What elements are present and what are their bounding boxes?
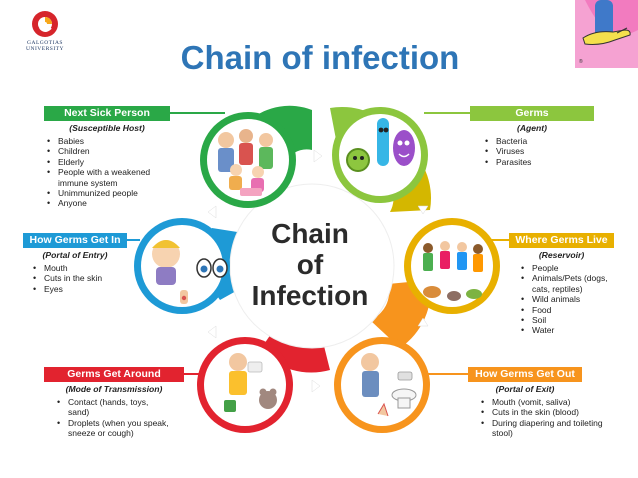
reservoir-subtitle: (Reservoir): [538, 250, 585, 260]
list-item: Wild animals: [518, 294, 618, 305]
center-line-3: Infection: [251, 280, 369, 311]
host-header: Next Sick Person: [44, 106, 170, 121]
list-item: Droplets (when you speak, sneeze or coug…: [54, 418, 169, 439]
host-list: Babies Children Elderly People with a we…: [44, 136, 169, 209]
list-item: During diapering and toileting stool): [478, 418, 618, 439]
university-logo: GALGOTIAS UNIVERSITY: [10, 8, 80, 60]
list-item: Viruses: [482, 146, 592, 157]
list-item: Eyes: [30, 284, 135, 295]
reservoir-node: [404, 218, 500, 314]
arrow-icon: [417, 205, 429, 215]
exit-header: How Germs Get Out: [468, 367, 582, 382]
transmission-list: Contact (hands, toys, sand) Droplets (wh…: [54, 397, 169, 439]
list-item: Anyone: [44, 198, 169, 209]
germs-list: Bacteria Viruses Parasites: [482, 136, 592, 168]
arrow-icon: [207, 325, 217, 339]
list-item: Elderly: [44, 157, 169, 168]
exit-subtitle: (Portal of Exit): [495, 384, 555, 394]
list-item: Water: [518, 325, 618, 336]
entry-node: [134, 218, 230, 314]
transmission-header: Germs Get Around: [44, 367, 184, 382]
host-subtitle: (Susceptible Host): [69, 123, 145, 133]
list-item: Mouth: [30, 263, 135, 274]
list-item: Babies: [44, 136, 169, 147]
transmission-subtitle: (Mode of Transmission): [65, 384, 163, 394]
list-item: Contact (hands, toys, sand): [54, 397, 169, 418]
page-title: Chain of infection: [180, 39, 460, 76]
list-item: People with a weakened immune system: [44, 167, 169, 188]
entry-list: Mouth Cuts in the skin Eyes: [30, 263, 135, 295]
logo-name: GALGOTIAS: [27, 40, 63, 46]
transmission-node: [197, 337, 293, 433]
germs-node: [332, 107, 428, 203]
list-item: Food: [518, 305, 618, 316]
center-line-1: Chain: [271, 218, 349, 249]
list-item: Bacteria: [482, 136, 592, 147]
arrow-icon: [311, 379, 321, 393]
list-item: Children: [44, 146, 169, 157]
svg-text:®: ®: [579, 58, 583, 65]
list-item: Cuts in the skin (blood): [478, 407, 618, 418]
arrow-icon: [313, 149, 323, 163]
reservoir-list: People Animals/Pets (dogs, cats, reptile…: [518, 263, 618, 336]
germs-header: Germs: [470, 106, 594, 121]
entry-header: How Germs Get In: [23, 233, 127, 248]
entry-subtitle: (Portal of Entry): [42, 250, 108, 260]
host-node: [200, 112, 296, 208]
center-line-2: of: [296, 249, 324, 280]
exit-node: [334, 337, 430, 433]
center-label: Chain of Infection: [240, 218, 380, 311]
list-item: Unimmunized people: [44, 188, 169, 199]
reservoir-header: Where Germs Live: [509, 233, 614, 248]
list-item: Soil: [518, 315, 618, 326]
list-item: Animals/Pets (dogs, cats, reptiles): [518, 273, 618, 294]
arrow-icon: [207, 205, 217, 219]
arrow-icon: [417, 317, 429, 327]
germs-subtitle: (Agent): [516, 123, 548, 133]
list-item: People: [518, 263, 618, 274]
exit-list: Mouth (vomit, saliva) Cuts in the skin (…: [478, 397, 618, 439]
logo-emblem-icon: [32, 11, 58, 37]
list-item: Parasites: [482, 157, 592, 168]
logo-subtitle: UNIVERSITY: [26, 46, 64, 52]
list-item: Cuts in the skin: [30, 273, 135, 284]
list-item: Mouth (vomit, saliva): [478, 397, 618, 408]
hand-cartoon-image: ®: [575, 0, 638, 68]
